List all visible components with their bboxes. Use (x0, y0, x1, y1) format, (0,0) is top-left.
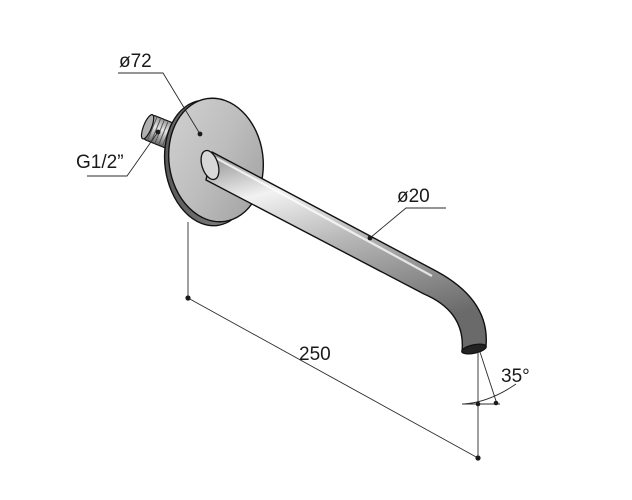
flange-diameter-callout: ø72 (118, 51, 203, 137)
thread-size-label: G1/2” (76, 152, 124, 173)
pipe-diameter-label: ø20 (397, 186, 430, 207)
flange-diameter-label: ø72 (119, 51, 152, 72)
spout-angle-label: 35° (501, 366, 530, 387)
thread-size-callout: G1/2” (76, 129, 161, 177)
pipe-diameter-callout: ø20 (367, 186, 446, 241)
spout-pipe (200, 149, 487, 355)
projection-length-label: 250 (299, 344, 331, 365)
projection-length-dimension: 250 (185, 222, 481, 461)
spout-angle-dimension: 35° (462, 351, 530, 407)
